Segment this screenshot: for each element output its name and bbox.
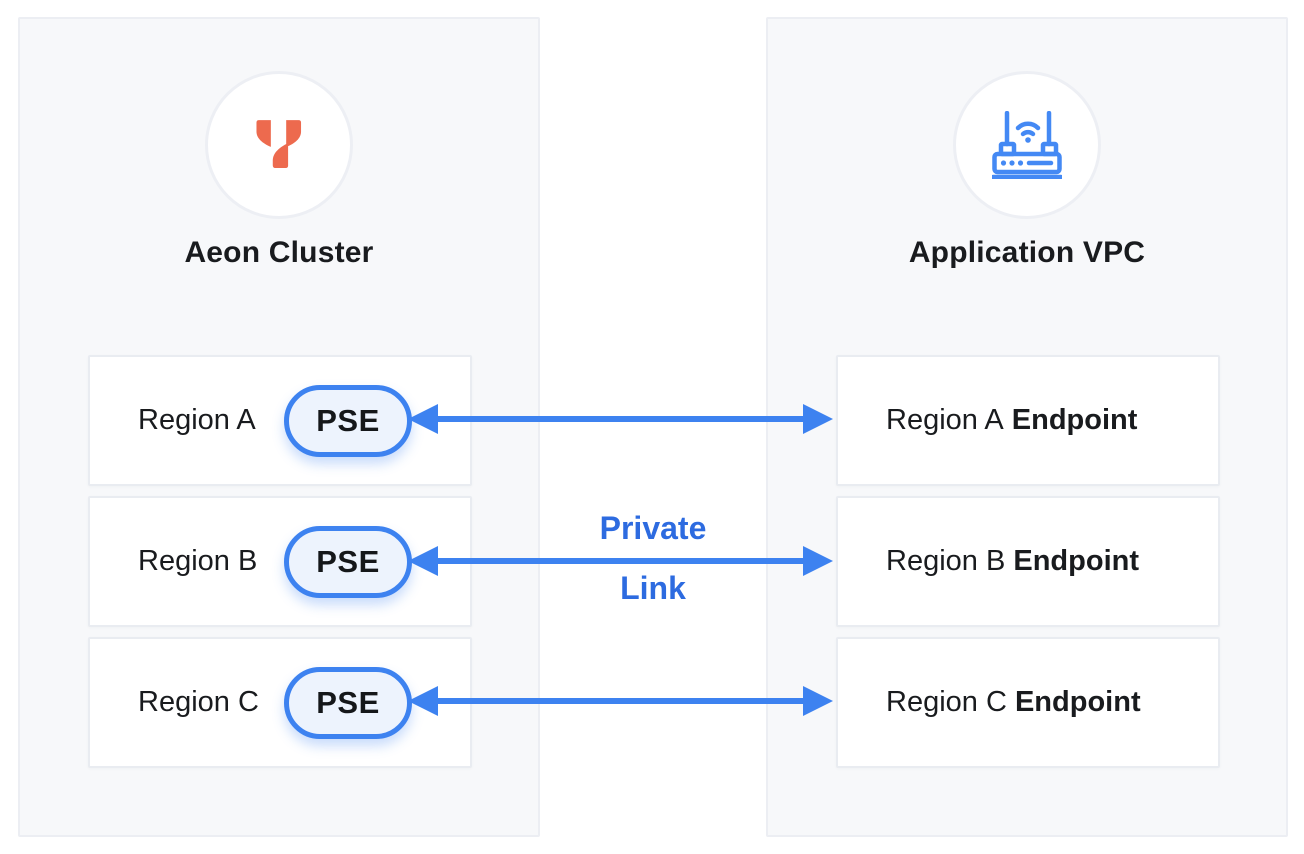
region-a-pse-row: Region A PSE [88, 355, 472, 486]
region-c-endpoint-suffix: Endpoint [1014, 686, 1141, 718]
router-icon-circle [953, 71, 1101, 219]
region-b-endpoint-label: Region B Endpoint [886, 498, 1139, 625]
aeon-cluster-panel: Aeon Cluster Region A PSE Region B PSE R… [18, 17, 540, 837]
region-a-endpoint-label: Region A Endpoint [886, 357, 1137, 484]
region-c-label: Region C [138, 686, 259, 718]
region-a-endpoint-row: Region A Endpoint [836, 355, 1220, 486]
region-c-endpoint-label: Region C Endpoint [886, 639, 1141, 766]
pse-badge-region-a: PSE [284, 384, 412, 457]
region-b-label: Region B [138, 545, 258, 577]
panel-title-aeon-cluster: Aeon Cluster [184, 236, 374, 269]
region-a-label: Region A [138, 404, 256, 436]
pse-badge-region-b: PSE [284, 525, 412, 598]
region-a-endpoint-suffix: Endpoint [1011, 404, 1138, 436]
region-b-endpoint-region: Region B [886, 545, 1006, 577]
aeon-y-logo-icon [256, 120, 302, 168]
private-link-label-line1: Private [599, 510, 707, 546]
aeon-logo-circle [205, 71, 353, 219]
region-c-pse-row: Region C PSE [88, 637, 472, 768]
region-b-endpoint-suffix: Endpoint [1013, 545, 1140, 577]
region-b-pse-row: Region B PSE [88, 496, 472, 627]
region-b-endpoint-row: Region B Endpoint [836, 496, 1220, 627]
region-c-endpoint-region: Region C [886, 686, 1007, 718]
private-link-label-line2: Link [620, 570, 686, 606]
region-c-endpoint-row: Region C Endpoint [836, 637, 1220, 768]
wifi-router-icon [992, 111, 1062, 179]
region-a-endpoint-region: Region A [886, 404, 1004, 436]
pse-badge-region-c: PSE [284, 666, 412, 739]
panel-title-application-vpc: Application VPC [908, 236, 1146, 269]
application-vpc-panel: Application VPC Region A Endpoint Region… [766, 17, 1288, 837]
